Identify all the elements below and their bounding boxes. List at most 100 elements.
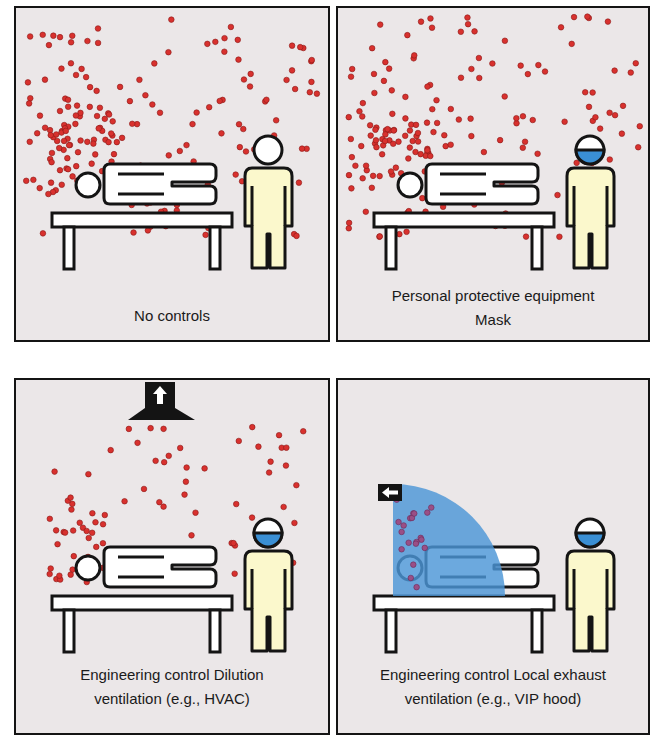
face-mask bbox=[254, 533, 282, 547]
aerosol-dot bbox=[586, 104, 592, 110]
aerosol-dot bbox=[357, 109, 363, 115]
aerosol-dot bbox=[391, 127, 397, 133]
aerosol-dot bbox=[569, 41, 575, 47]
aerosol-dot bbox=[235, 37, 241, 43]
aerosol-dot bbox=[448, 142, 454, 148]
aerosol-dot bbox=[385, 126, 391, 132]
aerosol-dot bbox=[413, 122, 419, 128]
aerosol-dot bbox=[434, 97, 440, 103]
scene-no-controls bbox=[52, 136, 292, 269]
patient-on-table bbox=[374, 164, 554, 269]
aerosol-dot bbox=[59, 182, 65, 188]
aerosol-dot bbox=[48, 132, 54, 138]
exhaust-port bbox=[378, 484, 402, 501]
aerosol-dot bbox=[382, 138, 388, 144]
aerosol-dot bbox=[68, 60, 74, 66]
aerosol-dot bbox=[89, 530, 95, 536]
aerosol-dot bbox=[53, 132, 59, 138]
aerosol-dot bbox=[152, 61, 158, 67]
aerosol-dot bbox=[62, 530, 68, 536]
aerosol-dot bbox=[289, 68, 295, 74]
aerosol-dot bbox=[593, 114, 599, 120]
aerosol-dot bbox=[119, 135, 125, 141]
health-worker bbox=[567, 519, 614, 651]
aerosol-dot bbox=[396, 139, 402, 145]
aerosol-dot bbox=[23, 178, 29, 184]
aerosol-dot bbox=[184, 142, 190, 148]
aerosol-dot bbox=[95, 40, 101, 46]
aerosol-dot bbox=[309, 79, 315, 85]
aerosol-dot bbox=[213, 39, 219, 45]
aerosol-dot bbox=[157, 110, 163, 116]
aerosol-dot bbox=[349, 186, 355, 192]
aerosol-dot bbox=[166, 49, 172, 55]
aerosol-dot bbox=[241, 77, 247, 83]
aerosol-dot bbox=[406, 156, 412, 162]
aerosol-dot bbox=[403, 94, 409, 100]
aerosol-dot bbox=[514, 115, 520, 121]
aerosol-dot bbox=[458, 29, 464, 35]
aerosol-dot bbox=[389, 88, 395, 94]
aerosol-dot bbox=[411, 511, 417, 517]
aerosol-dot bbox=[525, 71, 531, 77]
aerosol-dot bbox=[557, 234, 563, 240]
aerosol-dot bbox=[34, 130, 40, 136]
aerosol-dot bbox=[425, 147, 431, 153]
aerosol-dot bbox=[166, 453, 172, 459]
aerosol-dot bbox=[373, 137, 379, 143]
aerosol-dot bbox=[377, 173, 383, 179]
aerosol-dot bbox=[249, 515, 255, 521]
aerosol-dot bbox=[222, 49, 228, 55]
aerosol-dot bbox=[233, 501, 239, 507]
aerosol-dot bbox=[497, 137, 503, 143]
aerosol-dot bbox=[73, 163, 79, 169]
aerosol-dot bbox=[228, 24, 234, 30]
aerosol-dot bbox=[153, 458, 159, 464]
aerosol-dot bbox=[55, 541, 61, 547]
aerosol-dot bbox=[628, 70, 634, 76]
control-panel: Engineering control Dilution ventilation… bbox=[14, 378, 330, 735]
aerosol-dot bbox=[481, 149, 487, 155]
face-mask bbox=[576, 533, 604, 547]
aerosol-dot bbox=[70, 528, 76, 534]
aerosol-dot bbox=[430, 106, 436, 112]
aerosol-dot bbox=[57, 573, 63, 579]
aerosol-dot bbox=[411, 53, 417, 59]
aerosol-dot bbox=[73, 121, 79, 127]
patient-on-table bbox=[52, 164, 232, 269]
aerosol-dot bbox=[399, 529, 405, 535]
aerosol-dot bbox=[219, 131, 225, 137]
health-worker bbox=[567, 136, 614, 268]
aerosol-dot bbox=[348, 74, 354, 80]
aerosol-dot bbox=[256, 444, 262, 450]
aerosol-dot bbox=[353, 163, 359, 169]
aerosol-dot bbox=[65, 166, 71, 172]
aerosol-dot bbox=[281, 504, 287, 510]
aerosol-dot bbox=[47, 571, 53, 577]
aerosol-dot bbox=[476, 55, 482, 61]
aerosol-dot bbox=[292, 520, 298, 526]
aerosol-dot bbox=[84, 139, 90, 145]
aerosol-dot bbox=[189, 533, 195, 539]
aerosol-dot bbox=[307, 89, 313, 95]
aerosol-dot bbox=[370, 173, 376, 179]
scene-dilution bbox=[52, 519, 292, 652]
aerosol-dot bbox=[388, 169, 394, 175]
panel-ground bbox=[336, 378, 650, 735]
aerosol-dot bbox=[131, 230, 137, 236]
aerosol-dot bbox=[49, 159, 55, 165]
aerosol-dot bbox=[161, 426, 167, 432]
aerosol-dot bbox=[428, 16, 434, 22]
aerosol-dot bbox=[514, 120, 520, 126]
aerosol-dot bbox=[429, 25, 435, 31]
aerosol-dot bbox=[177, 148, 183, 154]
aerosol-dot bbox=[558, 25, 564, 31]
aerosol-dot bbox=[414, 584, 420, 590]
aerosol-dot bbox=[75, 149, 81, 155]
aerosol-dot bbox=[413, 541, 419, 547]
aerosol-dot bbox=[177, 445, 183, 451]
aerosol-dot bbox=[108, 131, 114, 137]
aerosol-dot bbox=[108, 447, 114, 453]
aerosol-dot bbox=[465, 21, 471, 27]
aerosol-dot bbox=[390, 141, 396, 147]
